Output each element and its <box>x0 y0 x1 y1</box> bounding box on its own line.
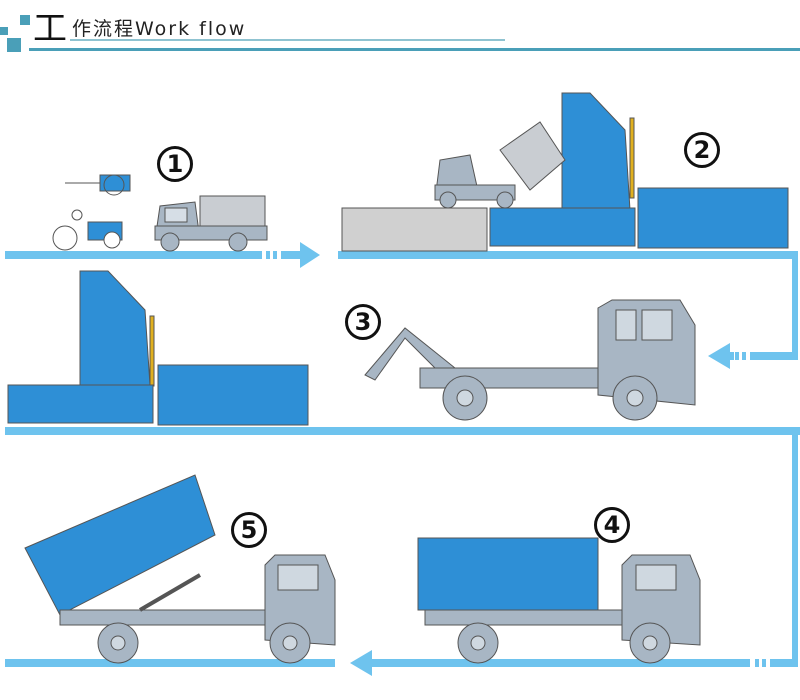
divider <box>29 48 800 51</box>
platform-scene <box>7 270 309 426</box>
step1-scene <box>52 174 268 252</box>
header: 工 作流程Work flow <box>0 0 800 60</box>
decor-square <box>20 15 30 25</box>
step5-scene <box>24 474 336 664</box>
decor-square <box>0 27 8 35</box>
page-title: 作流程Work flow <box>72 18 247 40</box>
step-2-badge: 2 <box>684 132 720 168</box>
step-1-badge: 1 <box>157 146 193 182</box>
step4-scene <box>417 537 701 664</box>
header-big-char: 工 <box>33 9 67 49</box>
divider <box>70 39 505 41</box>
decor-square <box>7 38 21 52</box>
step-5-badge: 5 <box>231 512 267 548</box>
step3-scene <box>364 299 696 421</box>
flow-path <box>5 242 800 676</box>
step-4-badge: 4 <box>594 507 630 543</box>
step2-scene <box>341 92 789 252</box>
step-3-badge: 3 <box>345 304 381 340</box>
